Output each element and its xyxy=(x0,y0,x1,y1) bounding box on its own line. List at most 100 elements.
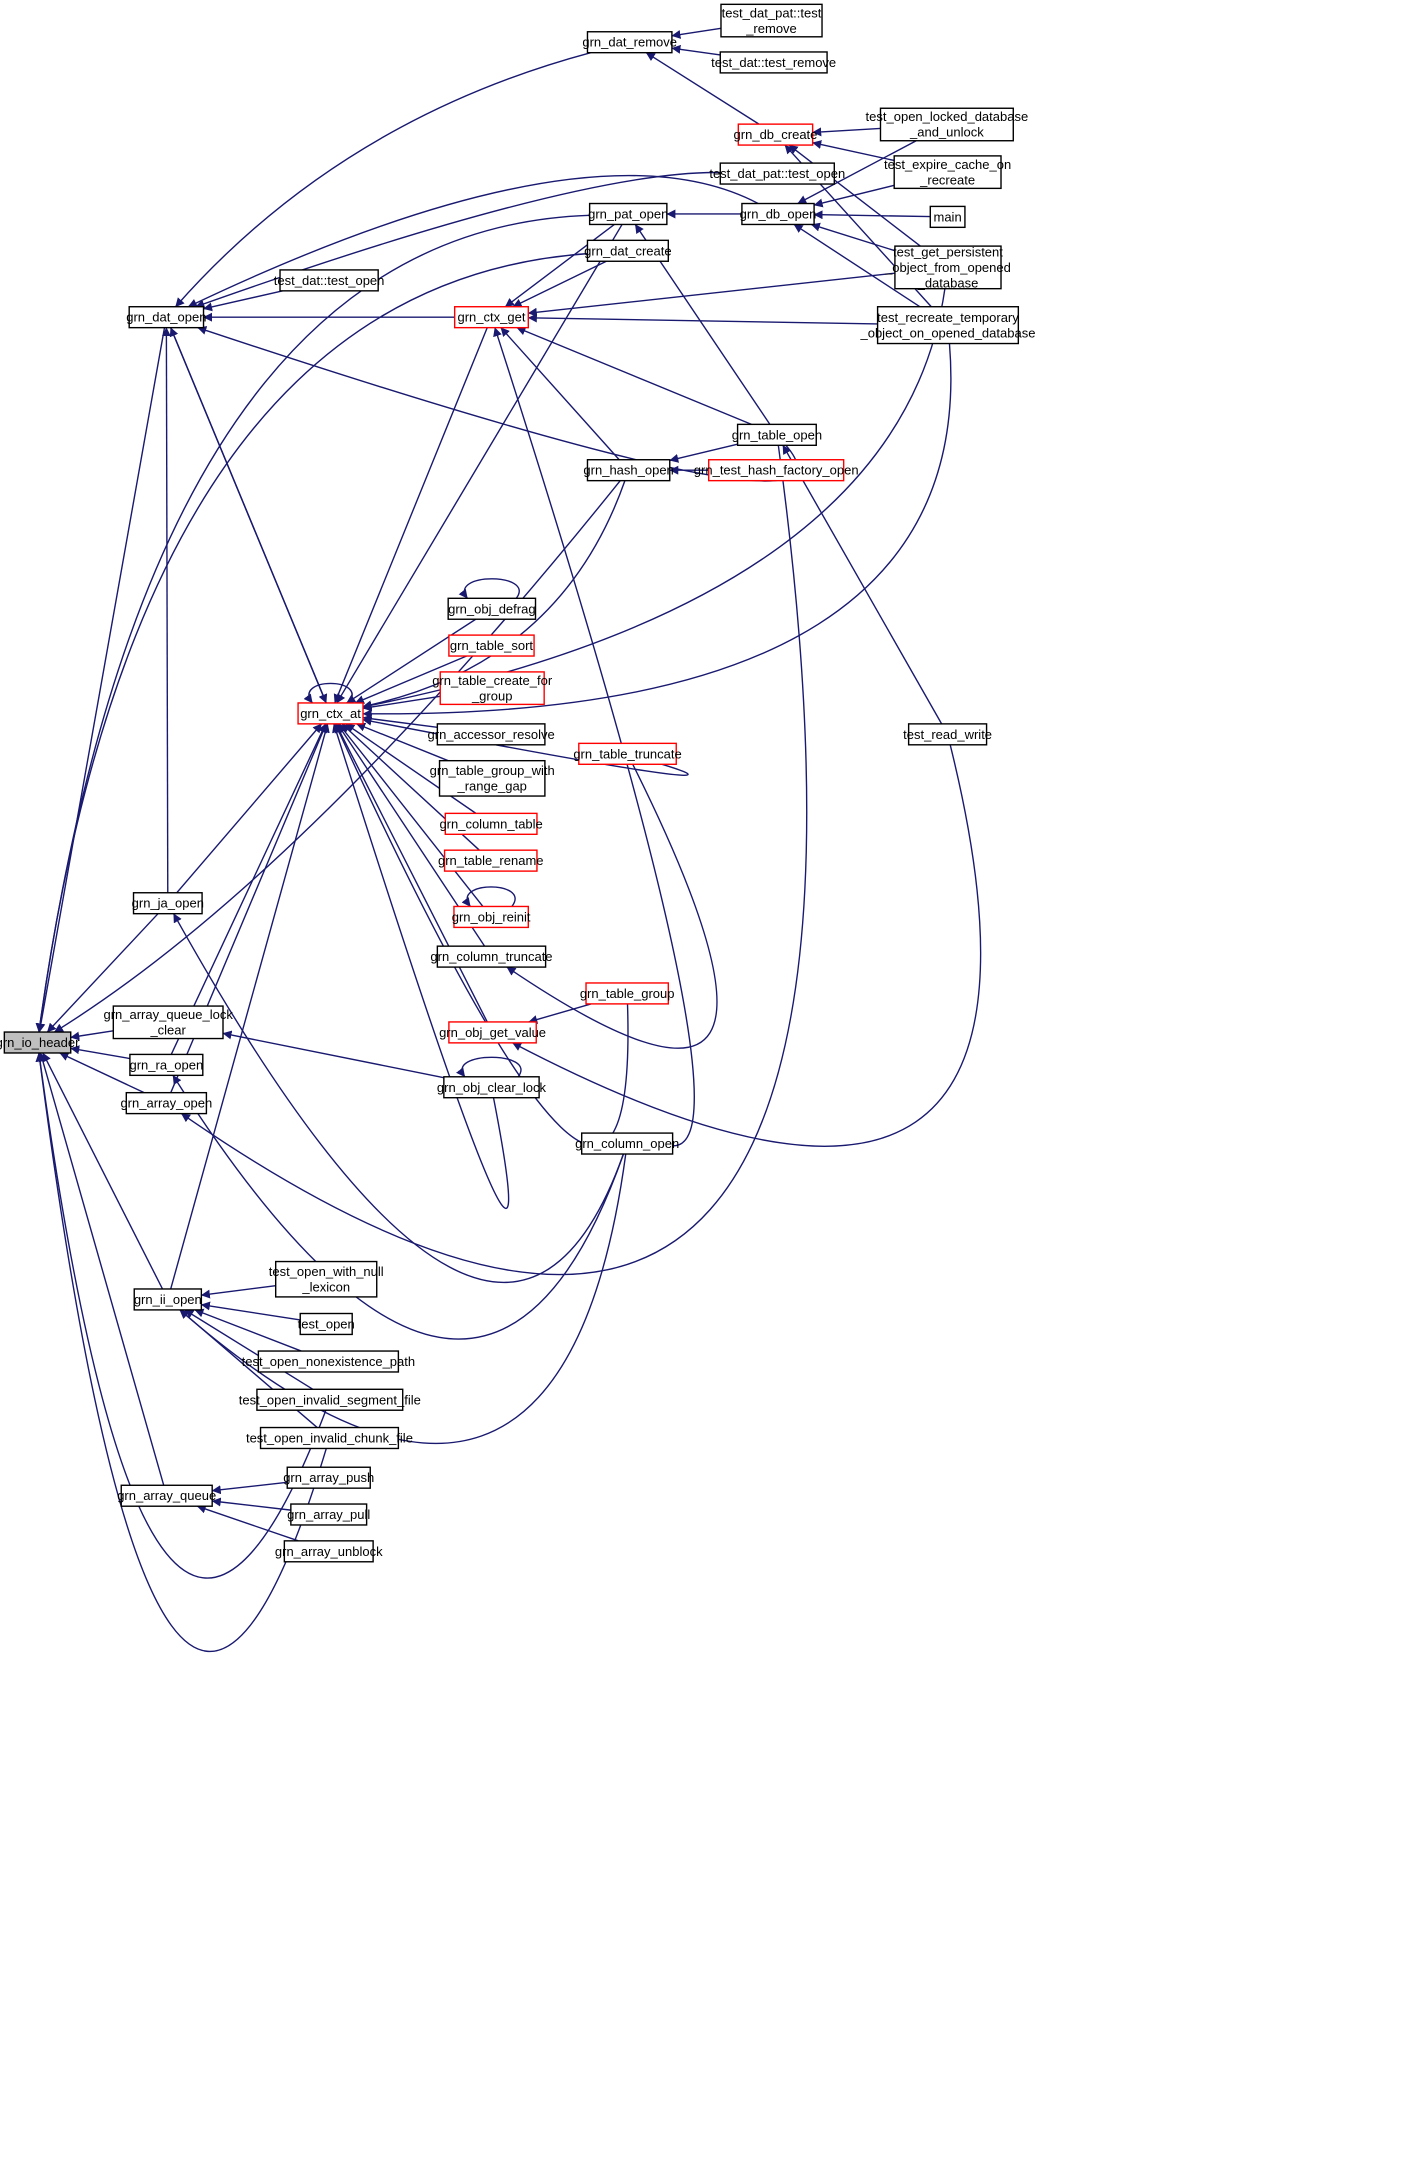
node-test-open-locked-database-and-unlock[interactable]: test_open_locked_database_and_unlock xyxy=(866,107,1029,142)
node-grn-array-push[interactable]: grn_array_push xyxy=(283,1466,374,1489)
node-grn-array-pull[interactable]: grn_array_pull xyxy=(287,1503,370,1526)
node-test-open[interactable]: test_open xyxy=(298,1312,355,1336)
node-grn-table-group[interactable]: grn_table_group xyxy=(580,982,675,1005)
node-grn-dat-remove[interactable]: grn_dat_remove xyxy=(582,31,677,54)
node-grn-array-unblock[interactable]: grn_array_unblock xyxy=(275,1540,383,1563)
node-test-read-write[interactable]: test_read_write xyxy=(903,723,992,746)
node-label: grn_ctx_at xyxy=(300,706,361,721)
node-grn-table-truncate[interactable]: grn_table_truncate xyxy=(573,742,682,765)
node-grn-db-open[interactable]: grn_db_open xyxy=(740,202,817,226)
node-label: test_get_persistent xyxy=(893,244,1003,259)
edge-grn-ctx-get-from-test-get-persistent-object-from-opened-database xyxy=(527,272,895,317)
node-grn-table-sort[interactable]: grn_table_sort xyxy=(448,634,535,657)
node-grn-table-group-with-range-gap[interactable]: grn_table_group_with_range_gap xyxy=(430,759,555,797)
edge-grn-ii-open-from-test-open-with-null-lexicon xyxy=(200,1284,276,1299)
node-label: grn_ja_open xyxy=(132,896,204,911)
node-grn-dat-open[interactable]: grn_dat_open xyxy=(126,306,206,329)
node-grn-ra-open[interactable]: grn_ra_open xyxy=(129,1053,204,1077)
node-grn-test-hash-factory-open[interactable]: grn_test_hash_factory_open xyxy=(694,459,859,482)
node-box xyxy=(708,459,845,482)
edge-grn-ja-open-from-grn-column-open xyxy=(173,913,625,1284)
node-grn-ii-open[interactable]: grn_ii_open xyxy=(133,1288,203,1311)
node-grn-column-truncate[interactable]: grn_column_truncate xyxy=(430,945,553,968)
node-test-dat-test-open[interactable]: test_dat::test_open xyxy=(274,269,385,292)
node-label: _and_unlock xyxy=(909,125,984,140)
node-grn-ctx-at[interactable]: grn_ctx_at xyxy=(297,702,364,725)
edge-grn-ctx-at-from-test-recreate-temporary-object-on-opened-database xyxy=(362,343,952,719)
node-label: grn_table_rename xyxy=(438,853,544,868)
node-box xyxy=(586,31,673,54)
node-label: test_dat::test_remove xyxy=(711,55,836,70)
node-box xyxy=(876,306,1020,345)
edge-grn-ctx-at-from-grn-ctx-get xyxy=(333,327,488,704)
node-grn-table-rename[interactable]: grn_table_rename xyxy=(438,849,544,872)
edge-grn-array-queue-from-grn-array-push xyxy=(211,1481,288,1495)
node-grn-db-create[interactable]: grn_db_create xyxy=(734,123,818,146)
node-box xyxy=(290,1503,368,1526)
node-grn-hash-open[interactable]: grn_hash_open xyxy=(583,459,674,482)
node-box xyxy=(737,123,814,146)
node-label: test_recreate_temporary xyxy=(877,310,1019,325)
node-label: grn_obj_clear_lock xyxy=(437,1080,547,1095)
edge-grn-dat-open-from-grn-ja-open xyxy=(161,327,171,893)
node-grn-table-create-for-group[interactable]: grn_table_create_for_group xyxy=(432,671,553,706)
node-grn-array-queue-lock-clear[interactable]: grn_array_queue_lock_clear xyxy=(103,1005,233,1040)
node-box xyxy=(256,1388,404,1411)
node-grn-pat-open[interactable]: grn_pat_open xyxy=(588,202,668,226)
node-test-recreate-temporary-object-on-opened-database[interactable]: test_recreate_temporary_object_on_opened… xyxy=(859,306,1035,345)
node-box xyxy=(580,1132,674,1155)
edge-grn-db-open-from-test-open-locked-database-and-unlock xyxy=(797,140,917,205)
node-test-open-invalid-segment-file[interactable]: test_open_invalid_segment_file xyxy=(239,1388,421,1411)
node-test-dat-pat-test-open[interactable]: test_dat_pat::test_open xyxy=(709,162,845,185)
node-test-expire-cache-on-recreate[interactable]: test_expire_cache_on_recreate xyxy=(884,155,1011,190)
node-box xyxy=(257,1350,400,1373)
edge-grn-array-queue-lock-clear-from-grn-obj-clear-lock xyxy=(222,1030,444,1079)
node-grn-accessor-resolve[interactable]: grn_accessor_resolve xyxy=(428,723,555,746)
edge-grn-dat-open-from-grn-table-open xyxy=(197,326,798,482)
node-label: _clear xyxy=(149,1023,186,1038)
node-grn-obj-get-value[interactable]: grn_obj_get_value xyxy=(439,1021,546,1044)
edge-grn-dat-remove-from-test-dat-pat-test-remove xyxy=(671,27,722,39)
node-label: test_read_write xyxy=(903,727,992,742)
node-test-get-persistent-object-from-opened-database[interactable]: test_get_persistent_object_from_opened_d… xyxy=(884,244,1011,290)
node-grn-array-queue[interactable]: grn_array_queue xyxy=(117,1484,216,1507)
node-grn-array-open[interactable]: grn_array_open xyxy=(120,1091,212,1115)
edge-grn-ctx-at-from-grn-obj-reinit xyxy=(338,723,484,907)
node-test-open-invalid-chunk-file[interactable]: test_open_invalid_chunk_file xyxy=(246,1426,413,1450)
node-grn-obj-defrag[interactable]: grn_obj_defrag xyxy=(447,597,537,620)
node-box xyxy=(132,892,203,915)
node-grn-column-table[interactable]: grn_column_table xyxy=(439,812,543,835)
edge-grn-obj-get-value-from-test-read-write xyxy=(512,744,982,1147)
node-test-open-with-null-lexicon[interactable]: test_open_with_null_lexicon xyxy=(269,1260,384,1298)
node-test-open-nonexistence-path[interactable]: test_open_nonexistence_path xyxy=(242,1350,415,1373)
node-box xyxy=(436,945,547,968)
edge-grn-ctx-at-from-grn-accessor-resolve xyxy=(362,714,438,729)
edge-grn-io-header-from-grn-array-queue xyxy=(38,1052,165,1486)
node-test-dat-test-remove[interactable]: test_dat::test_remove xyxy=(711,51,836,74)
node-label: grn_obj_reinit xyxy=(452,909,531,924)
node-box xyxy=(585,982,670,1005)
node-box xyxy=(283,1540,374,1563)
node-label: grn_dat_create xyxy=(584,243,671,258)
edge-grn-dat-open-from-grn-dat-remove xyxy=(175,52,591,308)
node-grn-dat-create[interactable]: grn_dat_create xyxy=(584,239,672,262)
node-label: grn_column_truncate xyxy=(430,949,552,964)
node-grn-ja-open[interactable]: grn_ja_open xyxy=(132,892,204,915)
edge-grn-db-create-from-test-open-locked-database-and-unlock xyxy=(812,127,881,137)
node-label: grn_pat_open xyxy=(588,206,668,221)
node-label: grn_array_queue_lock xyxy=(103,1007,233,1022)
node-main[interactable]: main xyxy=(929,205,966,229)
edge-grn-io-header-from-grn-array-queue-lock-clear xyxy=(70,1030,114,1041)
node-grn-obj-reinit[interactable]: grn_obj_reinit xyxy=(452,905,531,929)
node-test-dat-pat-test-remove[interactable]: test_dat_pat::test_remove xyxy=(720,3,823,38)
node-grn-column-open[interactable]: grn_column_open xyxy=(575,1132,679,1155)
node-grn-obj-clear-lock[interactable]: grn_obj_clear_lock xyxy=(437,1076,547,1099)
node-box xyxy=(448,634,535,657)
edge-grn-db-open-from-test-recreate-temporary-object-on-opened-database xyxy=(793,223,921,308)
node-layer: grn_io_headergrn_dat_opengrn_ja_opengrn_… xyxy=(0,3,1035,1563)
node-grn-table-open[interactable]: grn_table_open xyxy=(732,423,822,446)
node-grn-ctx-get[interactable]: grn_ctx_get xyxy=(453,306,529,329)
edge-grn-io-header-from-test-open-invalid-chunk-file xyxy=(35,1052,327,1653)
node-box xyxy=(3,1031,72,1054)
node-label: grn_db_open xyxy=(740,206,817,221)
